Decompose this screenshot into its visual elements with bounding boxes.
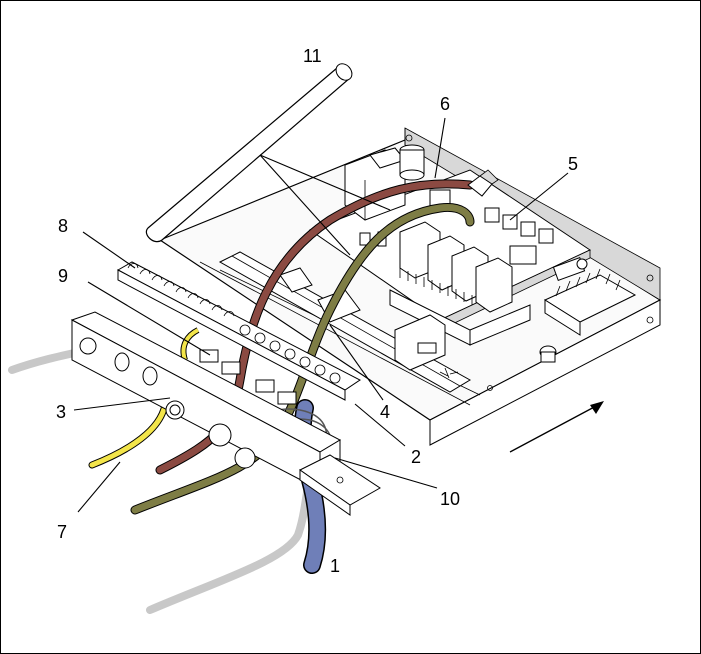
callout-6: 6 <box>440 94 450 114</box>
callout-4: 4 <box>380 402 390 422</box>
callout-7: 7 <box>57 522 67 542</box>
wire-connector <box>467 169 499 197</box>
grey-cable-bottom <box>146 484 312 614</box>
olive-wire <box>131 203 474 514</box>
protective-tube <box>145 63 353 243</box>
yellow-wire <box>89 402 168 468</box>
callout-10: 10 <box>440 489 460 509</box>
direction-arrow-icon <box>509 401 604 453</box>
callout-5: 5 <box>568 154 578 174</box>
terminal-block-right <box>543 268 637 336</box>
callout-2: 2 <box>411 447 421 467</box>
front-bracket <box>70 311 381 516</box>
callout-11: 11 <box>303 46 322 66</box>
terminal-strip <box>116 261 361 405</box>
cable-gland <box>539 345 557 363</box>
leader-lines <box>73 117 569 513</box>
internal-components <box>279 267 459 379</box>
yellow-wire-inner <box>181 328 199 361</box>
callout-1: 1 <box>330 556 340 576</box>
callout-8: 8 <box>58 216 68 236</box>
callout-9: 9 <box>58 266 68 286</box>
callout-3: 3 <box>56 402 66 422</box>
